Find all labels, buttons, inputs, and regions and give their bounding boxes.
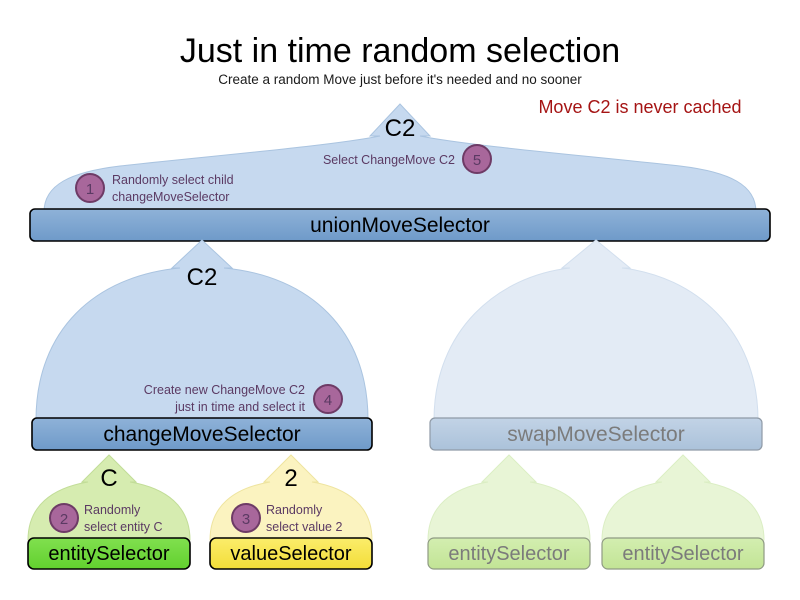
- entity-left-box-label: entitySelector: [48, 543, 170, 565]
- change-move-label: C2: [187, 264, 218, 291]
- node-change-move-selector[interactable]: changeMoveSelector: [31, 417, 373, 451]
- entity-swap-1-box[interactable]: [427, 537, 591, 570]
- value-left-balloon: 2 3 Randomly select value 2: [209, 454, 373, 541]
- step-3-badge: 3: [231, 503, 261, 533]
- step-1-line1: Randomly select child: [112, 173, 234, 187]
- step-3-number: 3: [242, 511, 250, 528]
- page-subtitle: Create a random Move just before it's ne…: [218, 72, 582, 87]
- entity-swap-2-balloon-shape: [601, 454, 765, 541]
- entity-left-box[interactable]: [27, 537, 191, 570]
- page-title: Just in time random selection: [180, 32, 620, 70]
- node-swap-move-selector[interactable]: swapMoveSelector: [429, 417, 763, 451]
- node-value-selector-left[interactable]: valueSelector: [209, 537, 373, 570]
- value-left-move-label: 2: [284, 465, 297, 492]
- union-box[interactable]: [29, 208, 771, 242]
- step-1-badge: 1: [75, 173, 105, 203]
- entity-left-move-label: C: [100, 465, 117, 492]
- step-5-number: 5: [473, 152, 481, 169]
- swap-balloon-shape: [433, 239, 759, 421]
- step-1-number: 1: [86, 181, 94, 198]
- entity-swap-2-balloon: [601, 454, 765, 541]
- step-2-number: 2: [60, 511, 68, 528]
- step-4-badge: 4: [313, 384, 343, 414]
- entity-swap-1-box-label: entitySelector: [448, 543, 570, 565]
- change-box-label: changeMoveSelector: [103, 423, 300, 446]
- step-2-line2: select entity C: [84, 520, 163, 534]
- union-move-label: C2: [385, 115, 416, 142]
- swap-box[interactable]: [429, 417, 763, 451]
- step-2-badge: 2: [49, 503, 79, 533]
- node-union-move-selector[interactable]: unionMoveSelector: [29, 208, 771, 242]
- swap-balloon: [433, 239, 759, 421]
- entity-swap-1-balloon: [427, 454, 591, 541]
- step-1-line2: changeMoveSelector: [112, 190, 229, 204]
- step-3-line1: Randomly: [266, 503, 323, 517]
- union-balloon-shape: [43, 103, 757, 213]
- node-entity-selector-swap-2[interactable]: entitySelector: [601, 537, 765, 570]
- union-box-label: unionMoveSelector: [310, 214, 490, 237]
- step-4-line2: just in time and select it: [174, 400, 305, 414]
- union-balloon: C2 Select ChangeMove C2 5 1 Randomly sel…: [43, 103, 757, 213]
- value-left-box[interactable]: [209, 537, 373, 570]
- entity-swap-1-balloon-shape: [427, 454, 591, 541]
- never-cached-note: Move C2 is never cached: [538, 97, 741, 117]
- value-left-box-label: valueSelector: [230, 543, 352, 565]
- change-box[interactable]: [31, 417, 373, 451]
- step-2-line1: Randomly: [84, 503, 141, 517]
- change-balloon: C2 Create new ChangeMove C2 just in time…: [35, 239, 369, 421]
- node-entity-selector-left[interactable]: entitySelector: [27, 537, 191, 570]
- step-4-line1: Create new ChangeMove C2: [144, 383, 305, 397]
- step-3-line2: select value 2: [266, 520, 342, 534]
- entity-swap-2-box[interactable]: [601, 537, 765, 570]
- step-5-badge: 5: [462, 144, 492, 174]
- entity-swap-2-box-label: entitySelector: [622, 543, 744, 565]
- step-4-number: 4: [324, 392, 332, 409]
- swap-box-label: swapMoveSelector: [507, 423, 684, 446]
- change-balloon-shape: [35, 239, 369, 421]
- step-5-line1: Select ChangeMove C2: [323, 153, 455, 167]
- entity-left-balloon: C 2 Randomly select entity C: [27, 454, 191, 541]
- node-entity-selector-swap-1[interactable]: entitySelector: [427, 537, 591, 570]
